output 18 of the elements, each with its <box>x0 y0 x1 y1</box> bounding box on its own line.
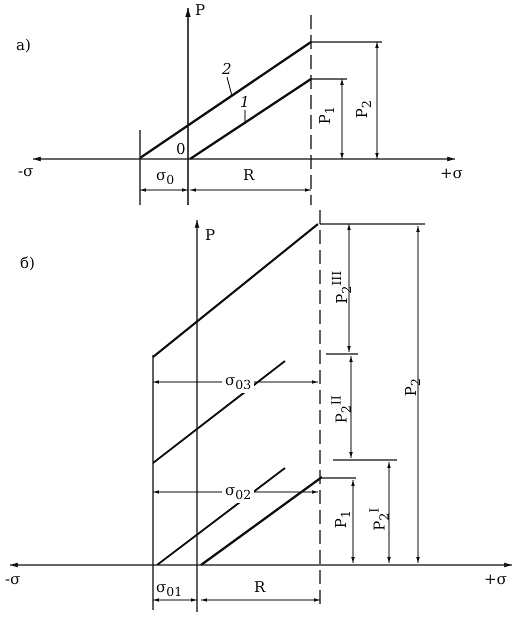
axis-label: P <box>195 3 206 18</box>
dimension-label: R <box>254 580 266 595</box>
dimension-label: R <box>243 168 254 183</box>
origin-label: 0 <box>176 142 186 157</box>
axis-label: -σ <box>18 164 34 179</box>
leader-line <box>244 110 246 122</box>
panel-label: б) <box>20 256 35 271</box>
axis-label: +σ <box>440 166 463 181</box>
axis-label: -σ <box>5 572 20 587</box>
axis-label: P <box>205 228 216 243</box>
callout-number: 2 <box>222 62 232 77</box>
axis-label: +σ <box>484 572 507 587</box>
dimension-label: σ$_{0}$ <box>156 168 174 186</box>
callout-number: 1 <box>240 95 250 110</box>
load-line <box>139 41 312 159</box>
dimension-label: σ$_{01}$ <box>156 580 182 598</box>
panel-label: а) <box>16 38 31 53</box>
leader-line <box>226 76 232 96</box>
